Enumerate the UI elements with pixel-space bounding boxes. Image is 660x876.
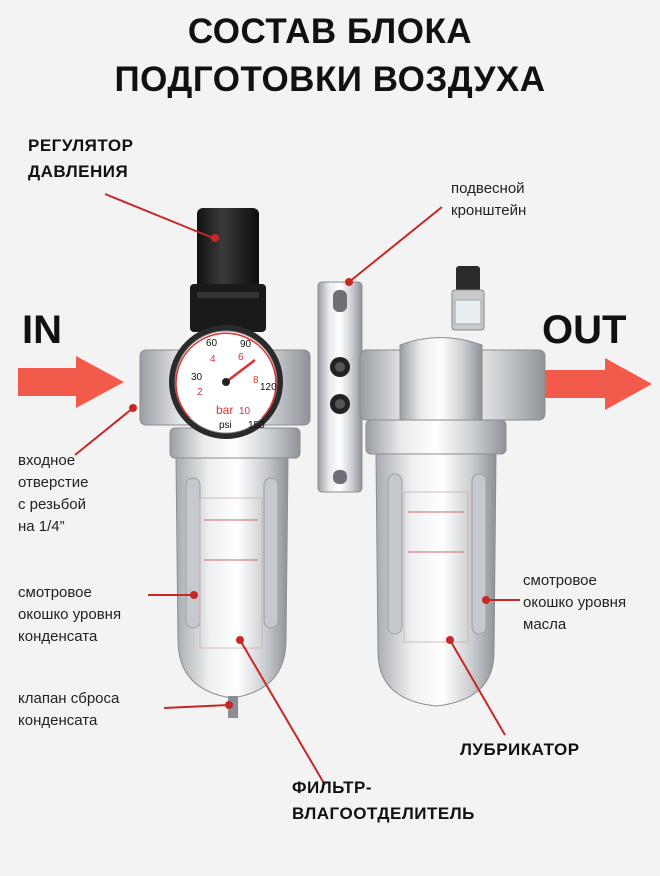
gauge-tick-inner-8: 8 bbox=[253, 375, 259, 386]
page-title-line1: СОСТАВ БЛОКА bbox=[187, 12, 473, 51]
leader-inlet bbox=[74, 407, 134, 456]
leader-regulator bbox=[104, 193, 214, 239]
out-arrow-icon bbox=[545, 358, 652, 410]
leader-bracket bbox=[348, 206, 443, 283]
gauge-tick-outer-30: 30 bbox=[191, 372, 203, 383]
leader-filter bbox=[239, 639, 326, 786]
label-filter-line1: ФИЛЬТР- bbox=[292, 778, 373, 797]
label-drain-line1: клапан сброса bbox=[18, 690, 120, 707]
label-condensate-window-line2: окошко уровня bbox=[18, 606, 122, 623]
gauge-tick-inner-4: 4 bbox=[210, 354, 216, 365]
label-oil-window-line3: масла bbox=[523, 616, 567, 633]
label-condensate-window-line1: смотровое bbox=[18, 584, 92, 601]
gauge-unit-bar: bar bbox=[216, 403, 233, 417]
label-regulator-line1: РЕГУЛЯТОР bbox=[28, 136, 134, 155]
gauge-tick-outer-150: 150 bbox=[248, 420, 265, 431]
label-regulator-line2: ДАВЛЕНИЯ bbox=[28, 162, 129, 181]
gauge-tick-inner-10: 10 bbox=[239, 406, 251, 417]
label-lubricator: ЛУБРИКАТОР bbox=[460, 740, 580, 759]
gauge-tick-inner-2: 2 bbox=[197, 387, 203, 398]
label-out: OUT bbox=[542, 308, 627, 352]
gauge-tick-inner-6: 6 bbox=[238, 352, 244, 363]
label-in: IN bbox=[22, 308, 62, 352]
gauge-tick-outer-60: 60 bbox=[206, 338, 218, 349]
label-bracket-line2: кронштейн bbox=[451, 202, 527, 219]
gauge-unit-psi: psi bbox=[219, 420, 232, 431]
label-filter-line2: ВЛАГООТДЕЛИТЕЛЬ bbox=[292, 804, 475, 823]
label-drain-line2: конденсата bbox=[18, 712, 98, 729]
label-oil-window-line1: смотровое bbox=[523, 572, 597, 589]
in-arrow-icon bbox=[18, 356, 124, 408]
page-title-line2: ПОДГОТОВКИ ВОЗДУХА bbox=[114, 60, 546, 99]
gauge-tick-outer-120: 120 bbox=[260, 382, 277, 393]
label-condensate-window-line3: конденсата bbox=[18, 628, 98, 645]
label-inlet-line1: входное bbox=[18, 452, 76, 469]
label-inlet-line2: отверстие bbox=[18, 474, 89, 491]
lubricator-unit bbox=[359, 266, 546, 707]
label-inlet-line4: на 1/4” bbox=[18, 518, 65, 535]
filter-regulator-unit bbox=[139, 208, 311, 718]
leader-drain bbox=[163, 704, 230, 709]
label-inlet-line3: с резьбой bbox=[18, 496, 87, 513]
gauge-tick-outer-90: 90 bbox=[240, 339, 252, 350]
mounting-bracket bbox=[317, 281, 363, 493]
leader-lubricator bbox=[449, 639, 506, 736]
label-bracket-line1: подвесной bbox=[451, 180, 525, 197]
leader-lines bbox=[74, 193, 520, 786]
label-oil-window-line2: окошко уровня bbox=[523, 594, 627, 611]
